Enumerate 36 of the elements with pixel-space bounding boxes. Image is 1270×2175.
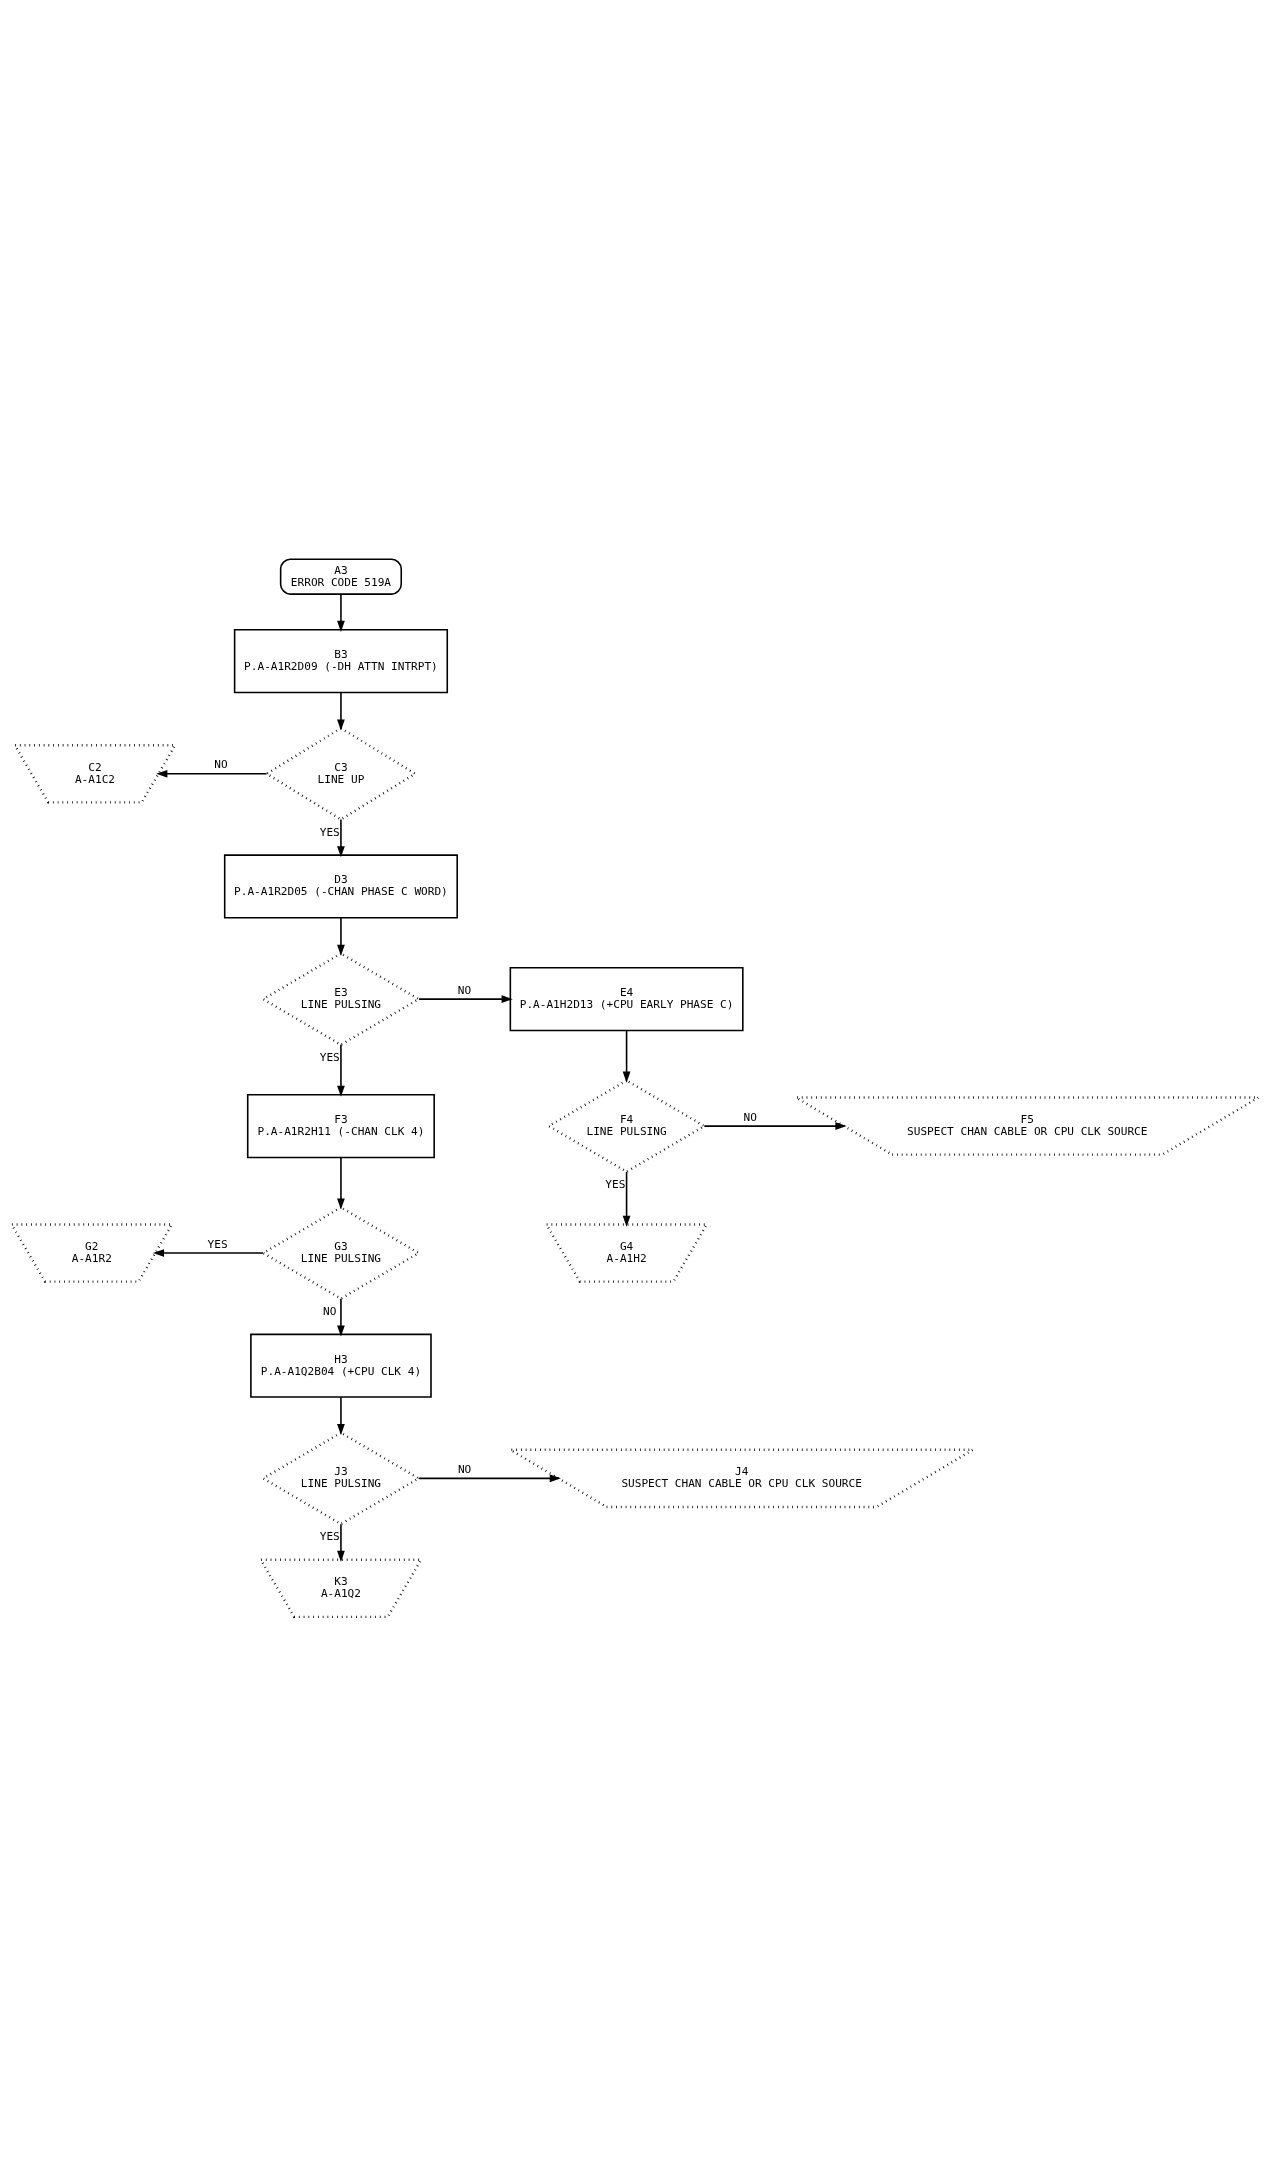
arrow	[417, 1473, 561, 1482]
node-box: A3 ERROR CODE 519A	[279, 557, 403, 595]
arrow	[337, 916, 345, 956]
arrow	[337, 691, 345, 730]
arrow	[337, 1156, 345, 1210]
node-diamond: E3 LINE PULSING	[260, 951, 421, 1046]
edge-label: NO	[214, 757, 228, 771]
arrow	[337, 1297, 345, 1337]
edge-label: NO	[743, 1110, 757, 1124]
arrow	[337, 592, 345, 632]
arrow	[337, 1395, 345, 1435]
edge-label: YES	[319, 825, 340, 839]
edge-label: YES	[605, 1177, 626, 1191]
arrow	[418, 994, 513, 1003]
arrow	[703, 1121, 847, 1130]
edge-label: NO	[323, 1304, 337, 1318]
arrow	[622, 1170, 631, 1227]
arrow	[156, 769, 268, 778]
node-diamond: J3 LINE PULSING	[260, 1430, 421, 1525]
arrow	[337, 1043, 345, 1097]
node-box: E4 P.A-A1H2D13 (+CPU EARLY PHASE C)	[509, 966, 744, 1031]
edge-label: NO	[457, 983, 472, 997]
arrow	[152, 1248, 264, 1257]
edge-label: NO	[457, 1462, 472, 1476]
arrow	[337, 1522, 345, 1562]
edge-label: YES	[207, 1237, 228, 1251]
arrow	[622, 1029, 631, 1083]
node-box: F3 P.A-A1R2H11 (-CHAN CLK 4)	[246, 1093, 435, 1158]
node-box: H3 P.A-A1Q2B04 (+CPU CLK 4)	[250, 1333, 432, 1398]
node-diamond: F4 LINE PULSING	[546, 1078, 707, 1173]
node-diamond: G3 LINE PULSING	[260, 1205, 421, 1300]
node-box: D3 P.A-A1R2D05 (-CHAN PHASE C WORD)	[223, 853, 458, 919]
edge-label: YES	[319, 1050, 340, 1064]
arrow	[337, 818, 345, 857]
edge-label: YES	[319, 1529, 340, 1543]
node-box: B3 P.A-A1R2D09 (-DH ATTN INTRPT)	[233, 628, 449, 693]
